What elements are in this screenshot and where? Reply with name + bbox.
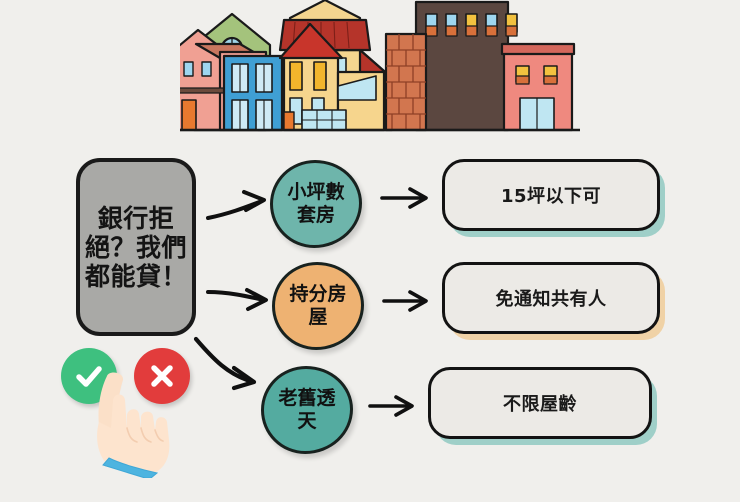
main-headline-box: 銀行拒絕？我們都能貸！ <box>76 158 196 336</box>
category-circle-label: 小坪數套房 <box>287 181 345 226</box>
category-circle-label: 持分房屋 <box>289 283 347 328</box>
result-box-shared-property[interactable]: 免通知共有人 <box>442 262 660 334</box>
category-circle-shared-property[interactable]: 持分房屋 <box>272 262 364 350</box>
arrow-to-row-2 <box>206 288 268 311</box>
main-headline-text: 銀行拒絕？我們都能貸！ <box>84 203 187 291</box>
result-box-small-suite[interactable]: 15坪以下可 <box>442 159 660 231</box>
arrow-to-row-3 <box>193 336 257 391</box>
category-circle-small-suite[interactable]: 小坪數套房 <box>270 160 362 248</box>
pointing-hand-cursor <box>85 370 189 479</box>
result-box-old-townhouse[interactable]: 不限屋齡 <box>428 367 652 439</box>
arrow-row-1-to-result <box>380 187 428 209</box>
arrow-to-row-1 <box>206 190 266 220</box>
result-box-label: 15坪以下可 <box>500 186 602 207</box>
result-box-label: 免通知共有人 <box>495 289 607 310</box>
check-icon <box>76 366 102 387</box>
cross-badge[interactable] <box>134 348 190 404</box>
close-icon <box>151 365 173 387</box>
arrow-row-2-to-result <box>382 290 428 312</box>
category-circle-label: 老舊透天 <box>278 387 336 432</box>
houses-illustration <box>180 0 580 152</box>
arrow-row-3-to-result <box>368 395 414 417</box>
result-box-label: 不限屋齡 <box>503 394 577 415</box>
category-circle-old-townhouse[interactable]: 老舊透天 <box>261 366 353 454</box>
